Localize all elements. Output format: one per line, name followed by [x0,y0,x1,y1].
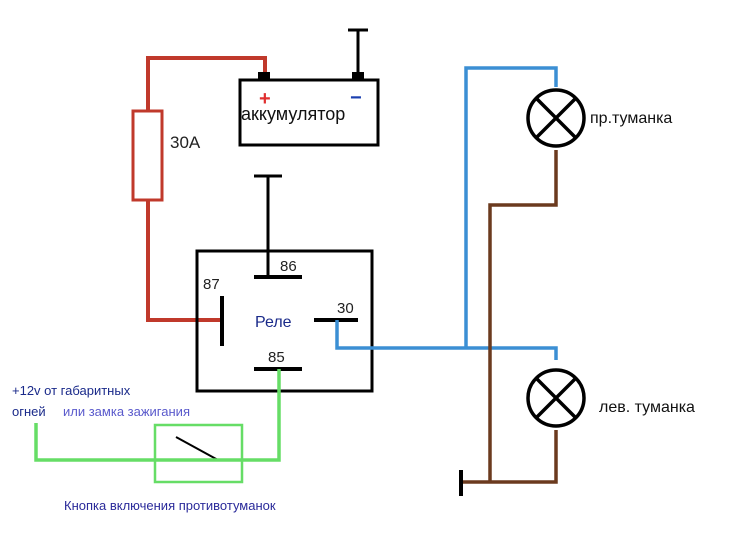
battery-plus-sign: + [259,88,271,110]
red-wire-lower [146,200,222,322]
power-source-line1: +12v от габаритных [12,383,131,398]
green-wire-source [34,423,155,462]
fuse [131,109,164,202]
relay-label: Реле [255,314,292,331]
switch-contact [175,436,219,461]
relay-pin-85-label: 85 [268,349,285,366]
relay-pin-87-label: 87 [203,276,220,293]
right-fog-lamp [526,88,586,148]
relay-pin-86-label: 86 [280,258,297,275]
power-source-line2b: или замка зажигания [63,404,190,419]
blue-wire-top-lamp [464,66,558,348]
battery-label: аккумулятор [241,104,345,124]
battery-minus-sign: − [350,87,362,109]
battery-plus-terminal [258,72,270,81]
relay-box [195,249,374,393]
battery [238,78,380,147]
left-fog-lamp [526,368,586,428]
brown-wire-top-lamp [488,150,558,482]
switch-label: Кнопка включения противотуманок [64,498,276,513]
switch-box [153,423,244,484]
left-fog-lamp-label: лев. туманка [599,399,695,416]
fuse-label: 30А [170,133,201,152]
red-wire [146,56,267,111]
right-fog-lamp-label: пр.туманка [590,110,672,127]
battery-minus-terminal [352,72,364,81]
relay-pin-30-label: 30 [337,300,354,317]
brown-wire-bottom-lamp [462,430,558,484]
green-wire-relay [242,369,281,462]
power-source-line2a: огней [12,404,46,419]
blue-wire-relay [335,320,558,360]
